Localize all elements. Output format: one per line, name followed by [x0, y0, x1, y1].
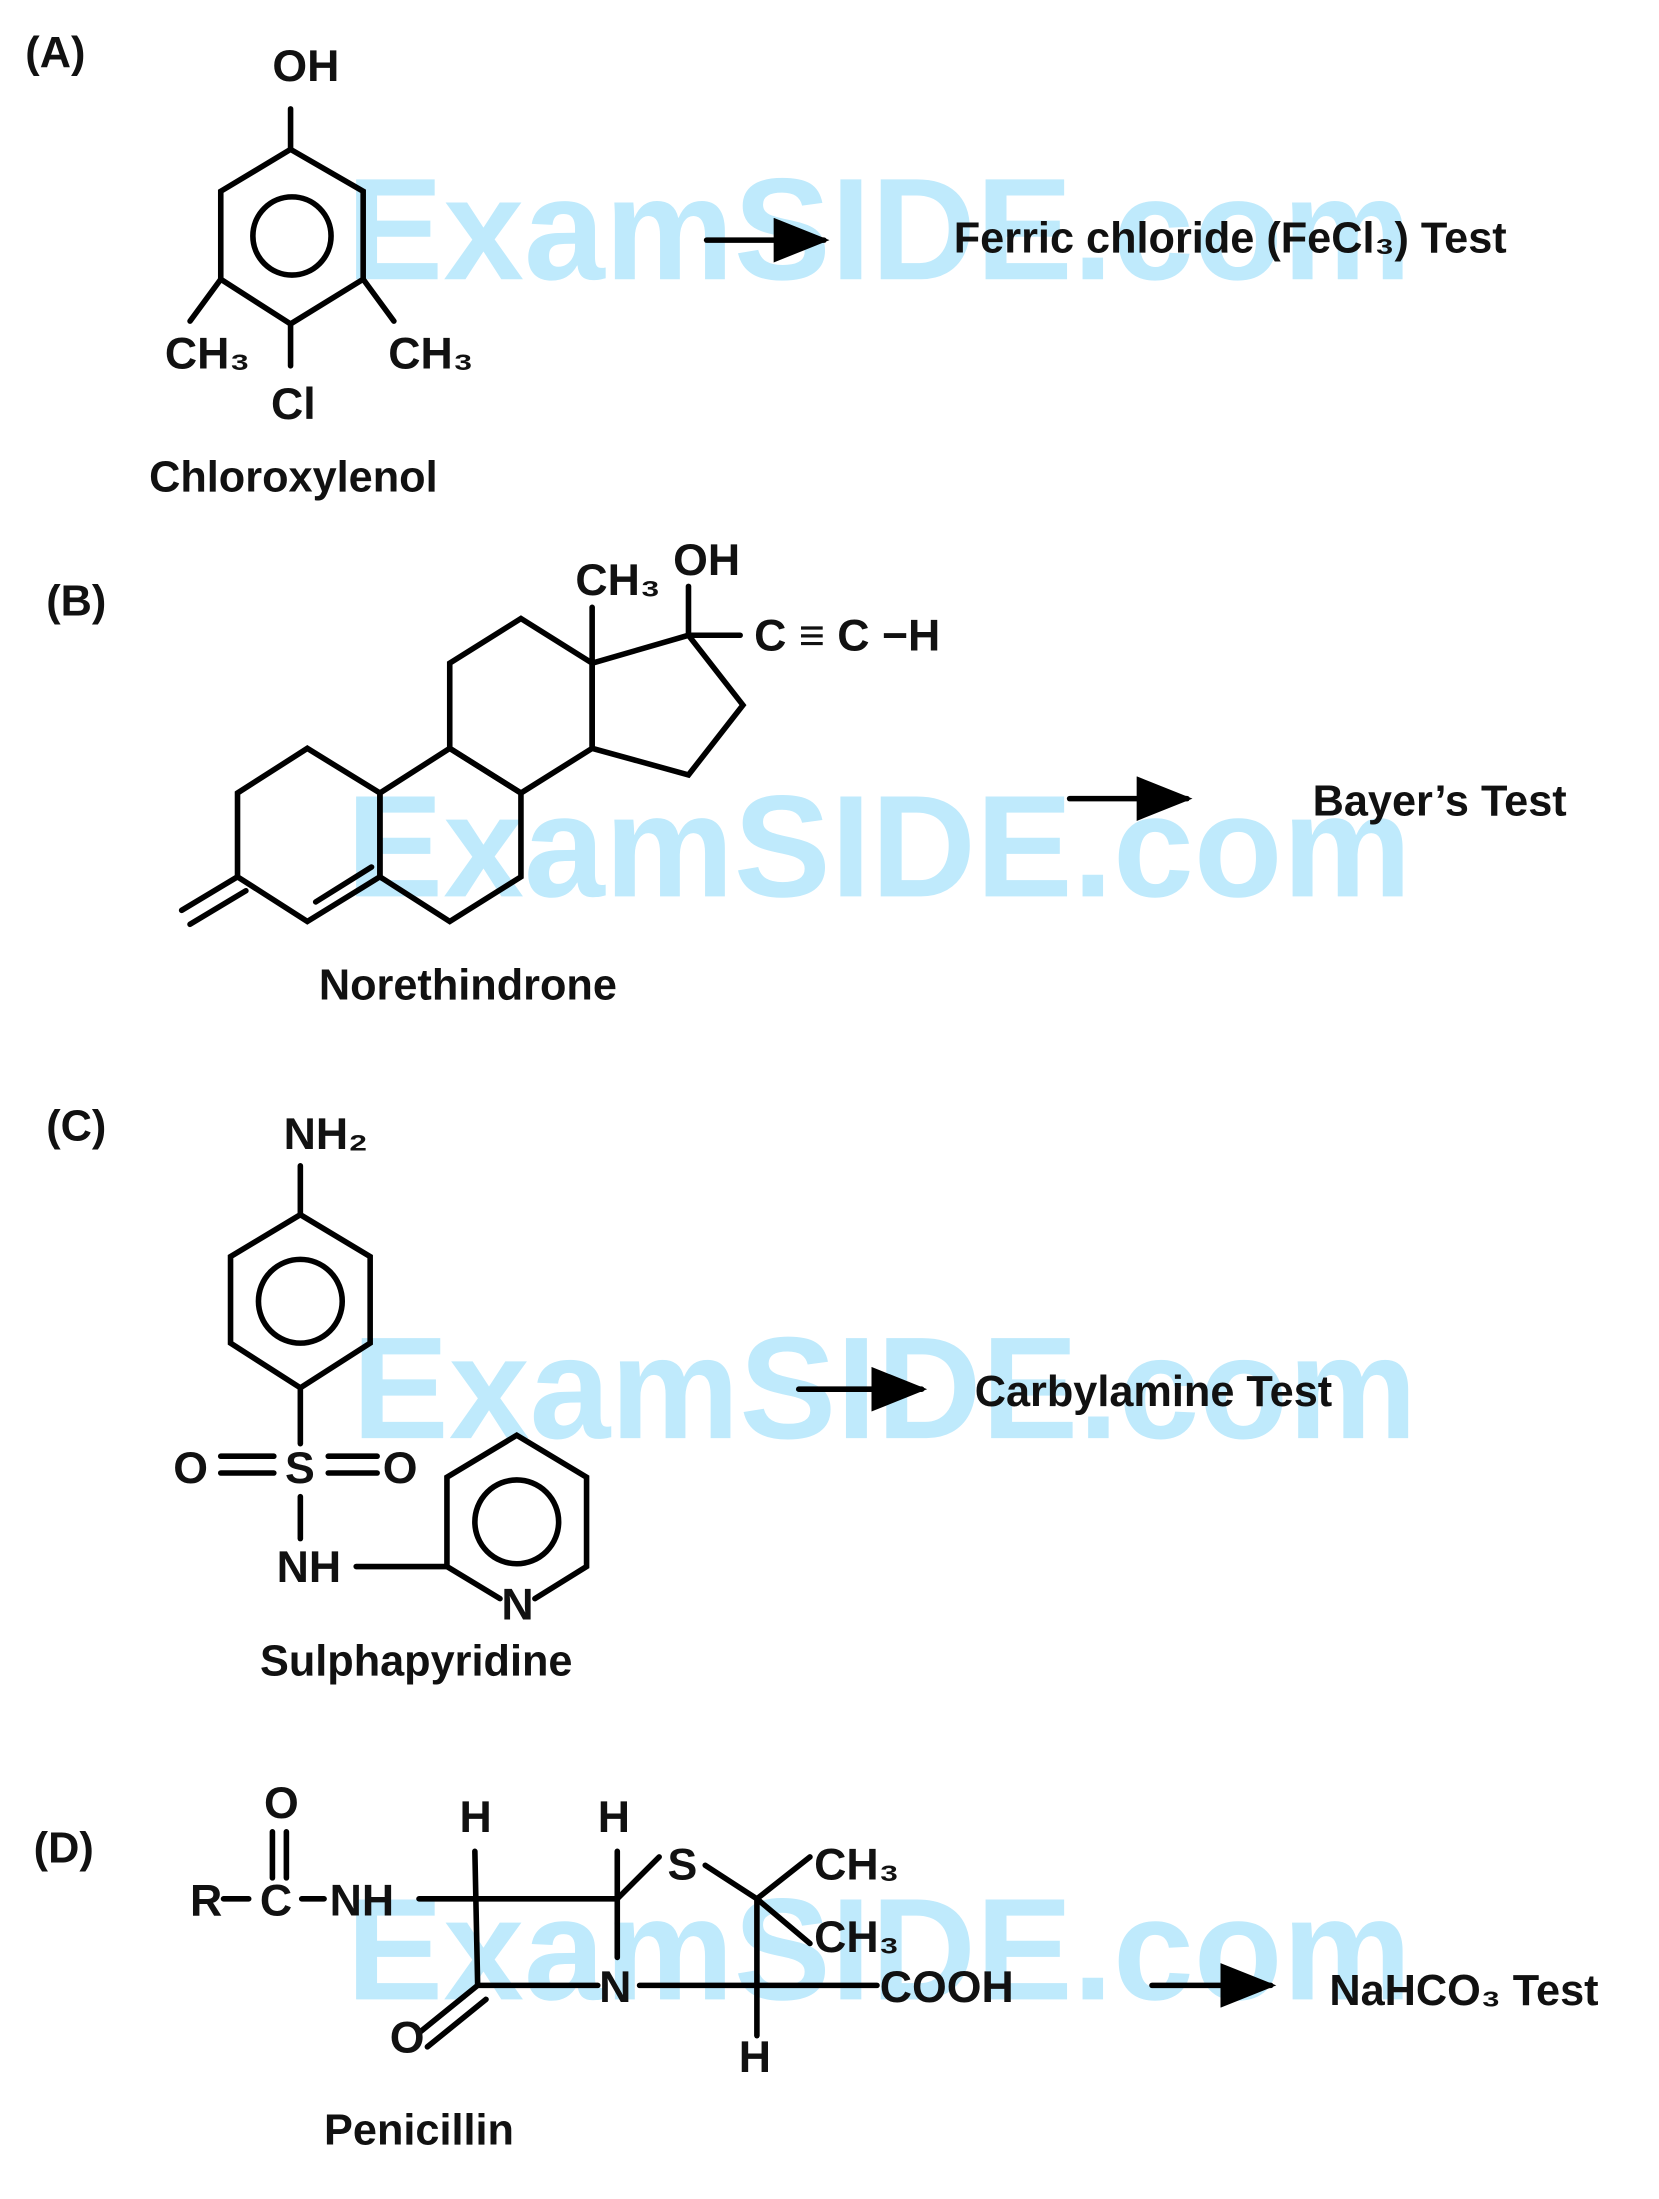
compound-name: Norethindrone — [319, 962, 617, 1010]
item-label: (C) — [46, 1103, 106, 1151]
h-atom: H — [460, 1793, 492, 1842]
compound-name: Penicillin — [324, 2107, 514, 2155]
compound-name: Sulphapyridine — [260, 1637, 573, 1685]
compound-name: Chloroxylenol — [149, 453, 437, 501]
h-atom: H — [598, 1793, 630, 1842]
item-a: (A) OH CH₃ CH₃ Cl Chloroxylenol Ferric c… — [25, 29, 1506, 501]
ch3-group: CH₃ — [814, 1840, 899, 1889]
item-label: (D) — [34, 1825, 94, 1873]
watermark: ExamSIDE.com — [346, 148, 1411, 310]
test-name: Carbylamine Test — [975, 1368, 1332, 1416]
o-atom: O — [264, 1779, 299, 1828]
oh-group: OH — [272, 42, 339, 91]
norethindrone-structure: CH₃ OH C ≡ C −H — [178, 536, 940, 928]
chloroxylenol-structure: OH CH₃ CH₃ Cl — [165, 42, 474, 429]
test-name: NaHCO₃ Test — [1329, 1967, 1598, 2015]
n-atom: N — [501, 1581, 533, 1630]
cooh-group: COOH — [880, 1963, 1014, 2012]
c-atom: C — [260, 1877, 292, 1926]
item-c: (C) NH₂ O S O NH N Sulphapyridine Carbyl… — [46, 1103, 1332, 1686]
watermark: ExamSIDE.com — [346, 765, 1411, 927]
oh-group: OH — [673, 536, 740, 585]
nh-group: NH — [330, 1877, 395, 1926]
test-name: Bayer’s Test — [1313, 777, 1567, 825]
penicillin-structure: O R C NH H H O S CH₃ CH₃ N — [190, 1779, 1014, 2082]
s-atom: S — [668, 1840, 698, 1889]
h-atom: H — [739, 2033, 771, 2082]
o-atom: O — [173, 1444, 208, 1493]
item-b: (B) CH₃ OH C ≡ C −H Norethindrone Bayer’… — [46, 536, 1566, 1009]
item-label: (A) — [25, 29, 85, 77]
cl-group: Cl — [271, 380, 316, 429]
ch3-group: CH₃ — [814, 1913, 899, 1962]
sulphapyridine-structure: NH₂ O S O NH N — [173, 1110, 590, 1630]
item-d: (D) O R C NH H H O S CH₃ CH₃ N — [34, 1779, 1599, 2155]
o-atom: O — [390, 2013, 425, 2062]
nh-group: NH — [277, 1543, 342, 1592]
ch3-group: CH₃ — [388, 330, 473, 379]
ch3-group: CH₃ — [165, 330, 250, 379]
item-label: (B) — [46, 578, 106, 626]
o-atom: O — [383, 1444, 418, 1493]
s-atom: S — [285, 1444, 315, 1493]
ch3-group: CH₃ — [575, 556, 660, 605]
r-group: R — [190, 1877, 222, 1926]
alkyne-group: C ≡ C −H — [754, 612, 940, 661]
n-atom: N — [599, 1963, 631, 2012]
test-name: Ferric chloride (FeCl₃) Test — [954, 215, 1507, 263]
nh2-group: NH₂ — [284, 1110, 368, 1159]
watermarks: ExamSIDE.com ExamSIDE.com ExamSIDE.com E… — [346, 148, 1417, 2030]
